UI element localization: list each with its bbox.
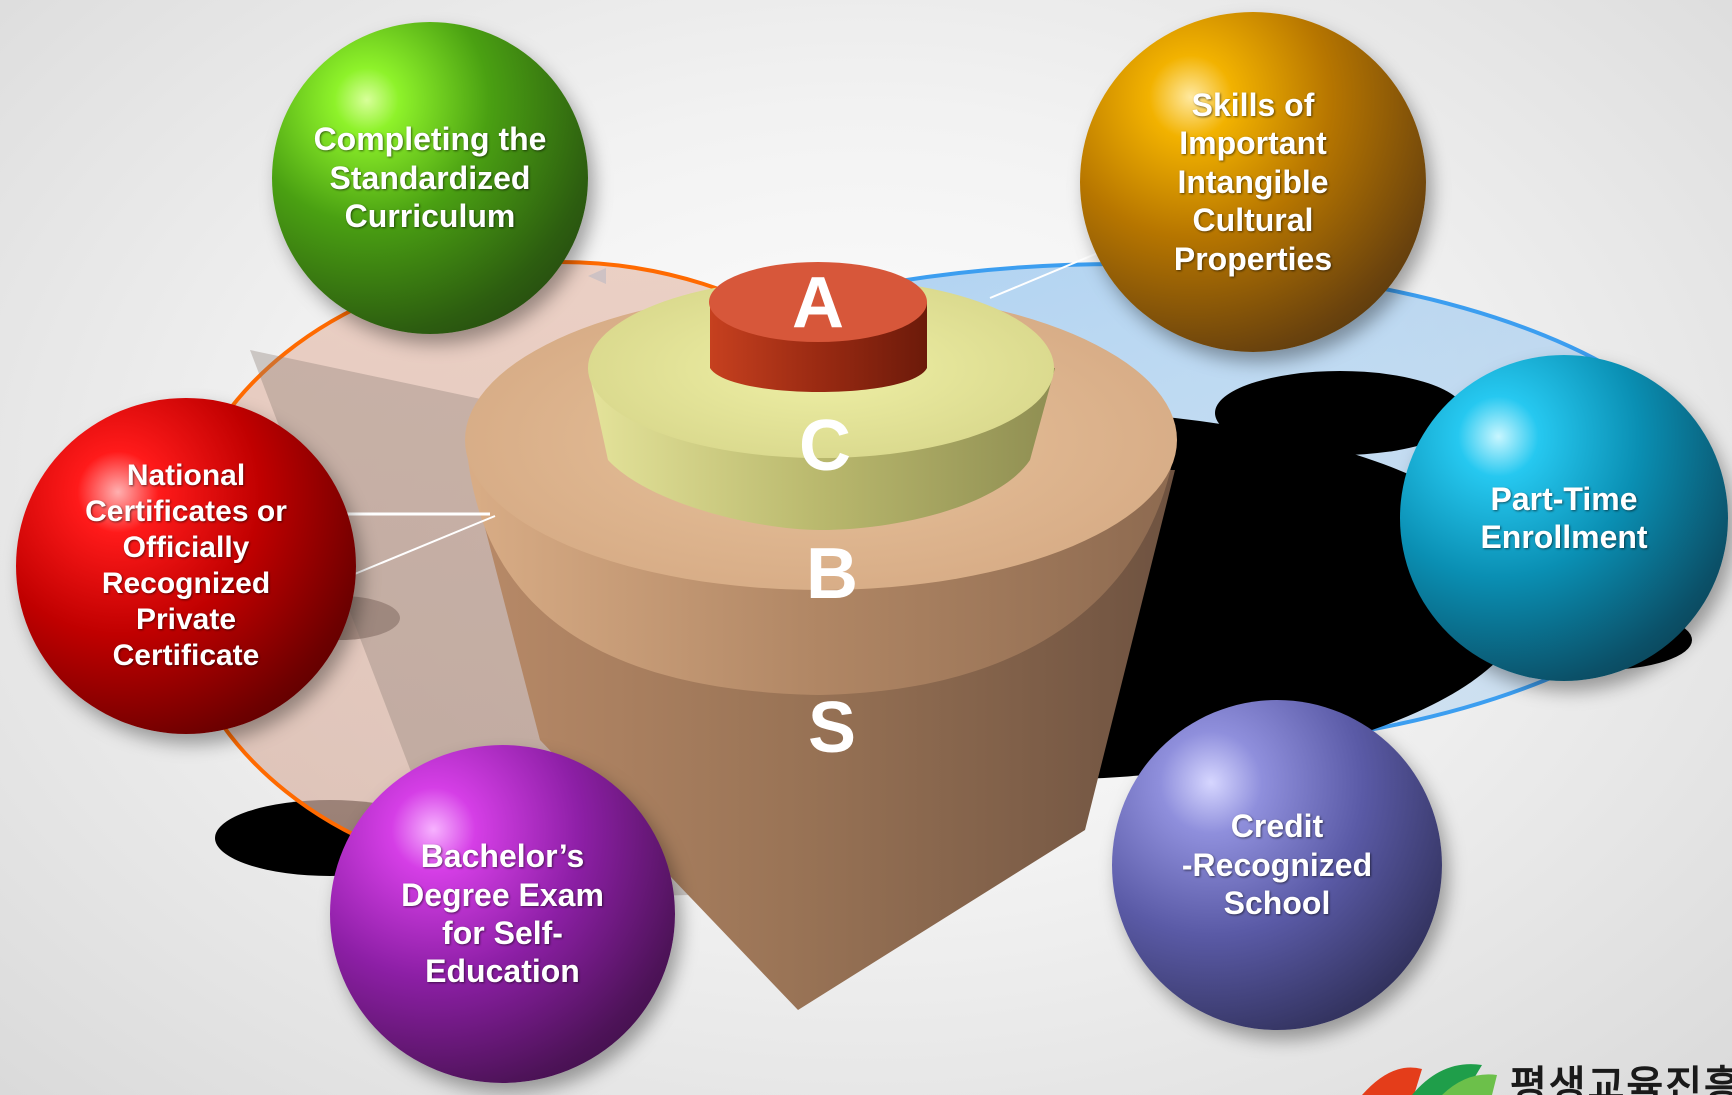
sphere-label: Part-Time Enrollment [1480, 480, 1648, 555]
connector-line [344, 515, 496, 579]
sphere-label: Completing the Standardized Curriculum [313, 121, 547, 235]
layer-a-top [709, 262, 927, 342]
layer-b-label: B [806, 534, 858, 614]
layer-a-label: A [792, 263, 844, 343]
sphere-certificates: National Certificates or Officially Reco… [16, 398, 356, 734]
logo-text: 평생교육진흥 [1510, 1063, 1732, 1095]
layer-c-label: C [799, 406, 851, 486]
sphere-part-time-enrollment: Part-Time Enrollment [1400, 355, 1728, 681]
sphere-standardized-curriculum: Completing the Standardized Curriculum [272, 22, 588, 334]
institute-logo: 평생교육진흥 [1352, 1051, 1732, 1095]
layer-s-label: S [808, 688, 856, 768]
sphere-label: Skills of Important Intangible Cultural … [1173, 87, 1333, 277]
sphere-intangible-cultural-properties: Skills of Important Intangible Cultural … [1080, 12, 1426, 352]
connector-line [989, 249, 1106, 299]
logo-mark-icon [1362, 1064, 1497, 1095]
ground-shadow [1215, 371, 1465, 455]
sphere-bachelor-degree-exam: Bachelor’s Degree Exam for Self- Educati… [330, 745, 675, 1083]
sphere-label: Credit -Recognized School [1181, 808, 1373, 922]
sphere-credit-recognized-school: Credit -Recognized School [1112, 700, 1442, 1030]
sphere-label: Bachelor’s Degree Exam for Self- Educati… [401, 838, 604, 990]
sphere-label: National Certificates or Officially Reco… [85, 459, 287, 672]
